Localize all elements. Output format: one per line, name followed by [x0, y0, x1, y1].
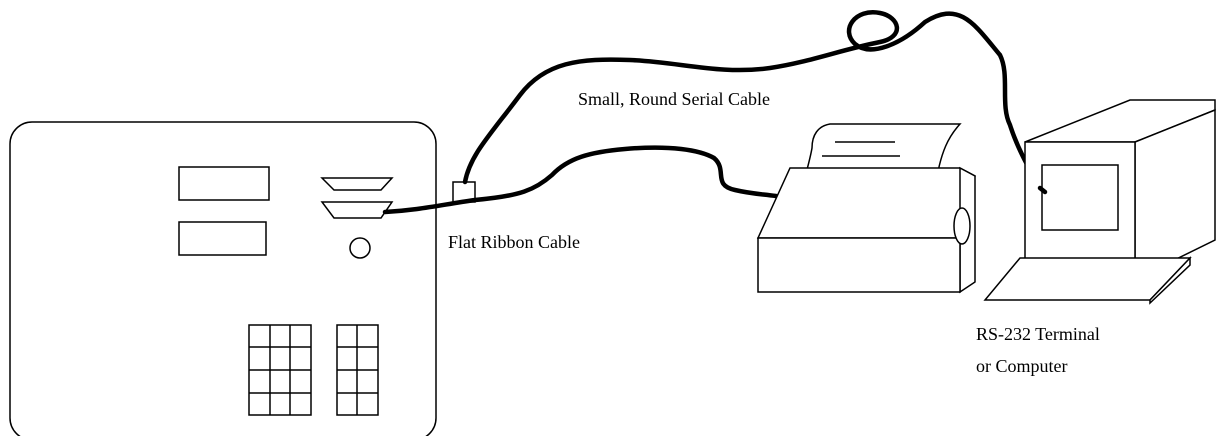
terminal-label-line1: RS-232 Terminal: [976, 324, 1100, 345]
terminal-label-line2: or Computer: [976, 356, 1068, 377]
computer-terminal: [985, 100, 1215, 303]
ribbon-cable-label: Flat Ribbon Cable: [448, 232, 580, 253]
printer: [758, 124, 975, 292]
connector-port-upper: [322, 178, 392, 190]
controller-case: [10, 122, 436, 436]
keypad-right: [337, 325, 378, 415]
monitor-screen: [1042, 165, 1118, 230]
printer-body-top: [758, 168, 975, 238]
connector-port-lower: [322, 202, 392, 218]
keypad-left: [249, 325, 311, 415]
serial-cable-end: [1040, 188, 1045, 192]
display-panel-bottom: [179, 222, 266, 255]
printer-body-front: [758, 238, 960, 292]
display-panel-top: [179, 167, 269, 200]
serial-cable-label: Small, Round Serial Cable: [578, 89, 770, 110]
controller-unit: [10, 122, 436, 436]
ribbon-cable: [385, 148, 776, 212]
round-port: [350, 238, 370, 258]
printer-knob: [954, 208, 970, 244]
